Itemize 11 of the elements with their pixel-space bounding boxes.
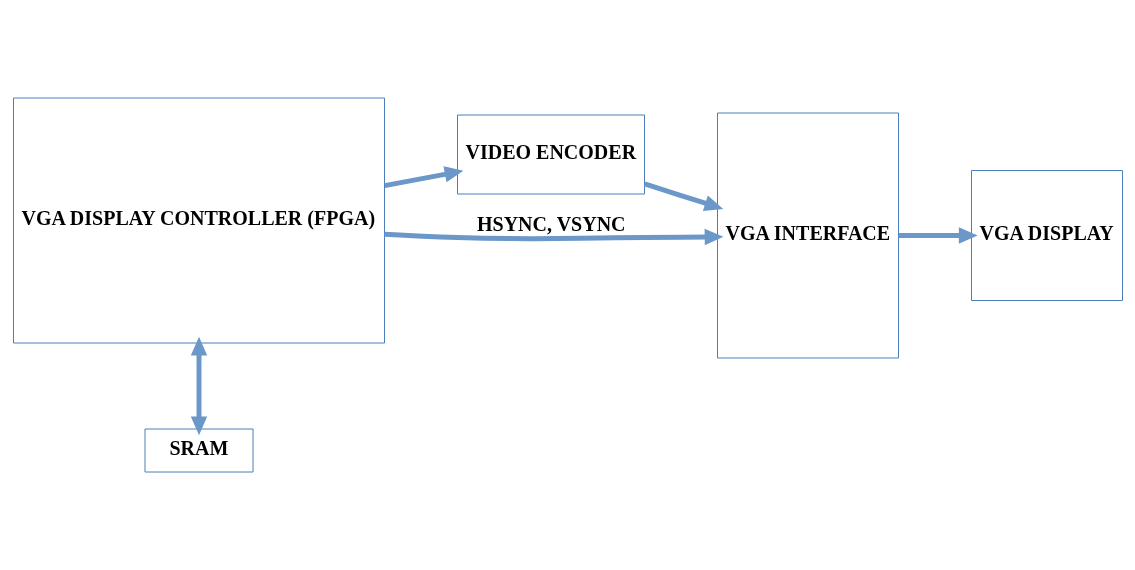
node-box: VGA INTERFACE — [716, 112, 899, 359]
arrow — [383, 166, 463, 189]
node-box: VIDEO ENCODER — [456, 114, 645, 195]
node-box: VGA DISPLAY — [970, 170, 1123, 301]
arrow — [383, 228, 723, 246]
node-box: SRAM — [144, 428, 253, 473]
edge-label: HSYNC, VSYNC — [476, 212, 626, 235]
node-box: VGA DISPLAY CONTROLLER (FPGA) — [12, 97, 385, 344]
arrow — [898, 227, 978, 244]
arrow — [190, 336, 207, 436]
arrow — [643, 181, 723, 212]
